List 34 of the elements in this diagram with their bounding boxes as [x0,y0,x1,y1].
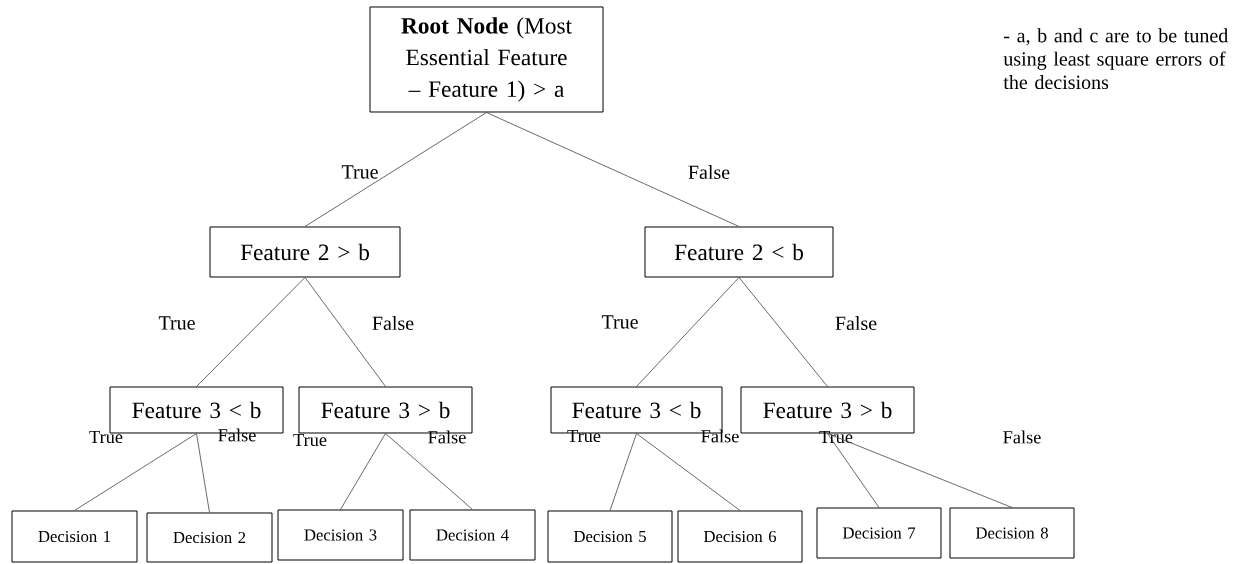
connector-line [304,277,386,387]
leaf-node-box: Decision 6 [677,510,803,563]
connector-line [385,433,473,510]
leaf-node-box: Decision 5 [547,510,673,563]
leaf-node-box: Decision 2 [146,512,273,563]
connector-line [738,277,828,387]
leaf-node-box: Decision 3 [277,509,404,561]
leaf-node-box: Decision 7 [816,507,942,559]
root-node-box: Root Node (Most Essential Feature – Feature 1) > a [369,6,604,113]
connector-line [636,277,740,387]
connector-line [827,433,880,508]
edge-label: True [158,316,195,330]
leaf-node-box: Decision 4 [409,509,536,561]
connector-line [827,433,1013,508]
connector-line [196,433,210,513]
connector-line [304,112,487,227]
connector-line [74,433,197,511]
edge-label: False [835,315,877,330]
edge-label: True [601,315,638,329]
connector-line [340,433,386,510]
connector-line [609,433,637,511]
edge-label: False [688,164,730,179]
decision-node-box: Feature 2 < b [644,226,834,278]
edge-label: False [372,315,414,330]
leaf-node-box: Decision 8 [949,507,1075,559]
connector-line [486,112,740,227]
note-text: - a, b and c are to be tuned using least square errors of the decisions [1003,28,1228,90]
edge-label: True [293,433,327,447]
connector-line [636,433,741,511]
edge-label: True [341,165,378,179]
edge-label: False [1003,430,1041,444]
leaf-node-box: Decision 1 [11,510,138,563]
connector-line [196,277,306,387]
decision-node-box: Feature 2 > b [209,226,401,278]
